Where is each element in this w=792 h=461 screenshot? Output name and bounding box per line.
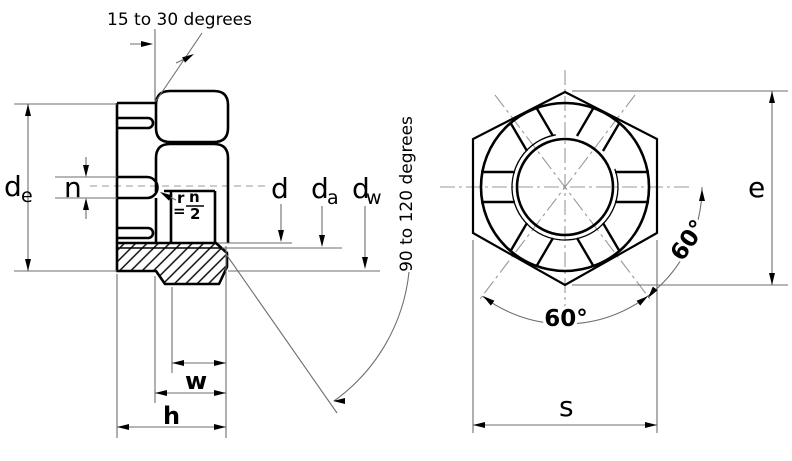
label-r-num: n xyxy=(189,188,200,206)
label-h: h xyxy=(163,402,180,430)
dimension-de: d e xyxy=(4,103,117,272)
dimension-n: n xyxy=(55,157,117,219)
slot-walls xyxy=(481,106,649,268)
dimension-e: e xyxy=(572,90,788,286)
dimension-s: s xyxy=(472,240,658,433)
label-e: e xyxy=(748,171,765,204)
label-w: w xyxy=(185,367,207,395)
label-r: r xyxy=(177,189,185,207)
label-dw-sub: w xyxy=(366,187,382,209)
dimension-d: d xyxy=(218,172,292,244)
top-view: e s 60° 60° xyxy=(440,70,788,433)
label-angle-top: 15 to 30 degrees xyxy=(107,10,252,30)
dimension-w: w xyxy=(116,246,227,438)
bore-circle xyxy=(515,137,615,237)
dimension-da: d a xyxy=(222,172,342,249)
crown-slot-interior xyxy=(154,189,217,243)
hexagon-outline xyxy=(471,90,659,287)
label-s: s xyxy=(559,390,574,423)
dimension-dw: d w xyxy=(228,172,382,272)
label-dw: d xyxy=(352,172,370,205)
note-slot-radius: r = n 2 xyxy=(160,188,204,223)
label-de: d xyxy=(4,170,22,203)
label-equals: = xyxy=(173,202,186,220)
label-r-den: 2 xyxy=(190,205,200,223)
label-angle-right: 60° xyxy=(666,215,712,266)
annotation-angle-bottom: 60° xyxy=(481,295,649,335)
crown-tooth-lower xyxy=(154,142,230,243)
dimension-h: h xyxy=(117,402,226,430)
crown-tooth-upper xyxy=(154,89,230,144)
annotation-bearing-angle: 90 to 120 degrees xyxy=(225,116,417,414)
side-view: d e n r = n 2 d d xyxy=(4,10,417,438)
label-da-sub: a xyxy=(327,187,339,209)
annotation-slot-chamfer-angle: 15 to 30 degrees xyxy=(107,10,252,102)
centerlines xyxy=(440,70,690,307)
label-n: n xyxy=(64,171,82,204)
hatch-section xyxy=(115,241,229,286)
label-angle-bearing: 90 to 120 degrees xyxy=(397,116,417,272)
label-d: d xyxy=(271,172,289,205)
slot-upper xyxy=(117,116,155,130)
label-de-sub: e xyxy=(21,185,33,207)
slot-lower xyxy=(117,226,155,240)
thread-circle xyxy=(511,134,619,241)
label-da: d xyxy=(311,172,329,205)
slot-middle xyxy=(117,175,159,200)
nut-profile xyxy=(115,89,230,286)
crown-circle xyxy=(479,101,651,273)
label-angle-bottom: 60° xyxy=(544,306,588,332)
